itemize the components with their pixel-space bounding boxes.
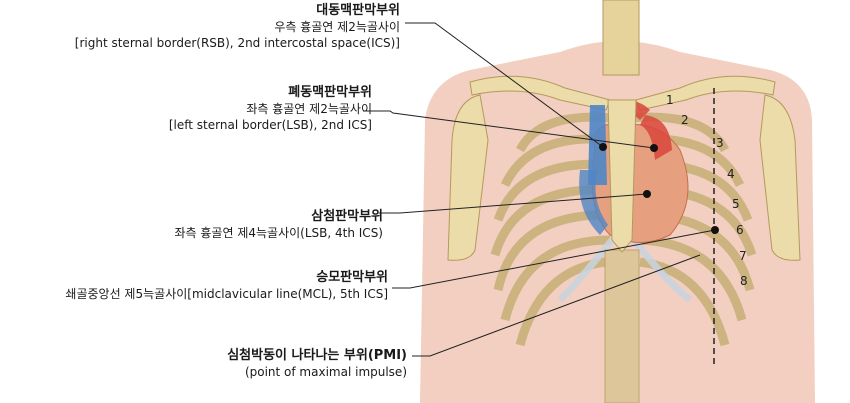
rib-number: 3 xyxy=(716,136,724,150)
pulmonic-area-label: 폐동맥판막부위 좌측 흉골연 제2늑골사이 [left sternal bord… xyxy=(169,84,372,133)
right-clavicle xyxy=(469,75,611,111)
aortic-point-marker xyxy=(599,143,607,151)
rib-number: 8 xyxy=(740,274,748,288)
rib-number: 7 xyxy=(739,249,747,263)
rib-number-group: 1 2 3 4 5 6 7 8 xyxy=(666,93,748,288)
aortic-area-title: 대동맥판막부위 xyxy=(316,3,400,18)
tricuspid-area-desc: 좌측 흉골연 제4늑골사이(LSB, 4th ICS) xyxy=(174,226,384,240)
leader-pmi xyxy=(412,254,701,357)
right-humerus xyxy=(447,94,489,261)
tricuspid-area-title: 삼첨판막부위 xyxy=(311,209,383,224)
mitral-area-title: 승모판막부위 xyxy=(316,270,388,285)
mitral-area-desc: 쇄골중앙선 제5늑골사이[midclavicular line(MCL), 5t… xyxy=(65,287,388,301)
rib-number: 1 xyxy=(666,93,674,107)
pulmonic-area-desc-ko: 좌측 흉골연 제2늑골사이 xyxy=(246,102,372,116)
right-atrium xyxy=(579,170,608,235)
rib-number: 4 xyxy=(727,167,735,181)
leader-lines xyxy=(363,22,716,357)
pmi-label: 심첨박동이 나타나는 부위(PMI) (point of maximal imp… xyxy=(227,347,407,380)
pmi-desc: (point of maximal impulse) xyxy=(244,365,407,379)
sternum xyxy=(607,99,637,253)
pulmonary-trunk xyxy=(640,115,672,160)
aortic-area-desc-ko: 우측 흉골연 제2늑골사이 xyxy=(274,20,400,34)
pulmonic-area-title: 폐동맥판막부위 xyxy=(288,85,372,100)
superior-vena-cava xyxy=(588,105,607,185)
left-humerus xyxy=(759,94,801,261)
leader-tricuspid xyxy=(379,193,648,214)
rib-number: 6 xyxy=(736,223,744,237)
leader-mitral xyxy=(392,229,716,289)
rib-number: 5 xyxy=(732,197,740,211)
tricuspid-point-marker xyxy=(643,190,651,198)
leader-pulmonic xyxy=(363,110,655,149)
pulmonic-point-marker xyxy=(650,144,658,152)
pmi-title: 심첨박동이 나타나는 부위(PMI) xyxy=(227,348,407,363)
aortic-area-desc-en: [right sternal border(RSB), 2nd intercos… xyxy=(74,36,400,50)
rib-number: 2 xyxy=(681,113,689,127)
leader-aortic xyxy=(405,22,604,148)
aortic-area-label: 대동맥판막부위 우측 흉골연 제2늑골사이 [right sternal bor… xyxy=(75,2,400,51)
mitral-area-label: 승모판막부위 쇄골중앙선 제5늑골사이[midclavicular line(M… xyxy=(65,269,388,302)
tricuspid-area-label: 삼첨판막부위 좌측 흉골연 제4늑골사이(LSB, 4th ICS) xyxy=(175,208,384,241)
costal-cartilage xyxy=(557,237,693,303)
thoracic-spine xyxy=(604,249,640,403)
mitral-point-marker xyxy=(711,226,719,234)
auscultation-points xyxy=(599,143,719,234)
cervical-spine xyxy=(602,0,640,76)
pulmonic-area-desc-en: [left sternal border(LSB), 2nd ICS] xyxy=(168,118,372,132)
